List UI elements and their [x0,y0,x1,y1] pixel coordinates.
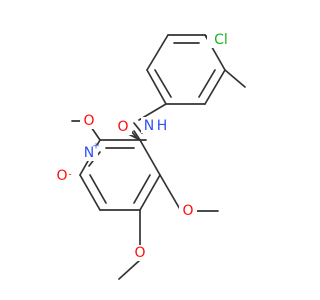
bond-ring-b-2 [139,174,161,211]
bond-ring-a-inner-3 [154,69,172,98]
chlorine-label-bg [207,32,233,48]
bond-ring-a-inner-2 [198,69,216,98]
bond-ring-a-3 [204,69,226,105]
carbonyl-oxygen-label-bg [114,119,132,135]
nitro-oxygen-label-bg [53,168,71,184]
amide-hydrogen-label: H [157,118,168,134]
bond-ring-b-inner-2 [89,174,107,204]
nitro-nitrogen-label-bg [80,145,98,161]
nitro-double-oxygen-label-bg [80,113,98,129]
chlorine-label: Cl [214,32,228,48]
atom-label-layer: Cl N H O N + O - O O O [53,32,233,261]
bond-ring-a-6 [146,34,169,71]
bond-methoxy-4-oxygen-to-methyl [118,259,141,280]
carbonyl-oxygen-label: O [117,119,128,135]
nitro-positive-charge: + [92,142,100,152]
bond-methyl [224,69,246,88]
methoxy-4-oxygen-label-bg [131,245,149,261]
nitro-oxygen-label: O [56,168,67,184]
bond-carbonyl-single [133,130,141,141]
nitro-double-oxygen-label: O [83,113,94,129]
methoxy-5-oxygen-label: O [182,203,193,219]
bond-ring-a-5 [146,69,167,105]
nitro-nitrogen-label: N [84,145,94,161]
bond-ring-to-methoxy-5 [159,174,182,212]
bond-ring-b-1 [139,139,161,176]
methoxy-5-oxygen-label-bg [179,203,197,219]
bond-carbonyl-double-2 [133,122,143,134]
bond-ring-b-inner-1 [133,174,151,204]
methoxy-4-oxygen-label: O [134,245,145,261]
nitro-negative-charge: - [68,170,71,180]
amide-nitrogen-label: N [144,118,154,134]
amide-nitrogen-label-bg [141,117,167,133]
chemical-structure: Cl N H O N + O - O O O [53,32,246,280]
bond-ring-b-4 [79,174,101,211]
